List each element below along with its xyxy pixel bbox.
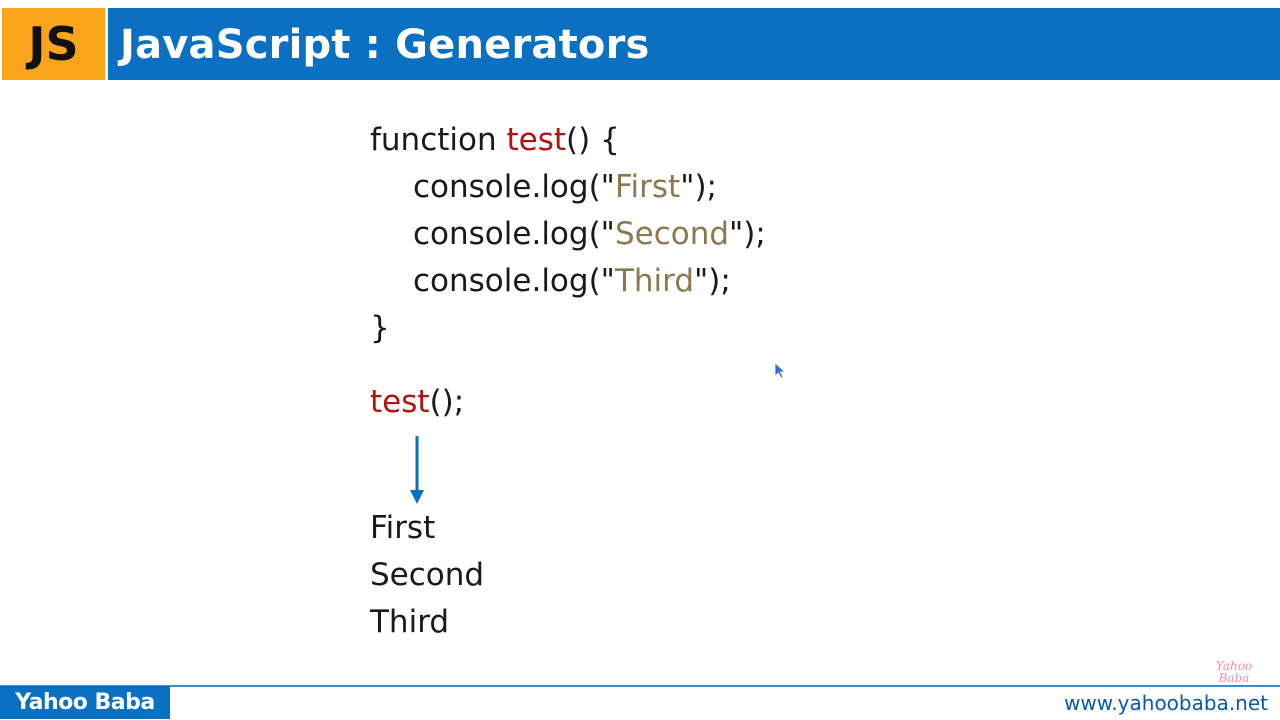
log-string: Second bbox=[614, 216, 730, 252]
slide-title: JavaScript : Generators bbox=[120, 22, 650, 68]
log-prefix: console.log(" bbox=[413, 263, 615, 299]
code-line-log-second: console.log("Second"); bbox=[413, 214, 766, 254]
code-line-function: function test() { bbox=[370, 120, 620, 160]
keyword-function: function bbox=[370, 122, 507, 158]
mouse-cursor-icon bbox=[774, 362, 787, 379]
code-block: function test() { console.log("First"); … bbox=[370, 120, 766, 420]
output-line-first: First bbox=[370, 510, 436, 546]
header: JS JavaScript : Generators bbox=[0, 0, 1280, 82]
log-suffix: "); bbox=[680, 169, 717, 205]
output-line-second: Second bbox=[370, 557, 485, 593]
output-block: First Second Third bbox=[370, 508, 484, 652]
footer-divider bbox=[0, 685, 1280, 687]
call-name: test bbox=[370, 384, 430, 420]
code-line-close-brace: } bbox=[370, 310, 390, 346]
code-line-log-first: console.log("First"); bbox=[413, 167, 717, 207]
js-badge: JS bbox=[2, 8, 105, 80]
log-prefix: console.log(" bbox=[413, 169, 615, 205]
call-rest: (); bbox=[429, 384, 465, 420]
footer-url: www.yahoobaba.net bbox=[1064, 691, 1268, 715]
footer-brand: Yahoo Baba bbox=[0, 686, 170, 719]
watermark-logo: Yahoo Baba bbox=[1215, 659, 1253, 685]
function-signature-rest: () { bbox=[566, 122, 620, 158]
code-line-call: test(); bbox=[370, 382, 464, 422]
function-name: test bbox=[506, 122, 567, 158]
log-string: Third bbox=[614, 263, 695, 299]
log-suffix: "); bbox=[694, 263, 731, 299]
log-prefix: console.log(" bbox=[413, 216, 615, 252]
code-line-log-third: console.log("Third"); bbox=[413, 261, 731, 301]
log-string: First bbox=[614, 169, 681, 205]
log-suffix: "); bbox=[729, 216, 766, 252]
title-bar: JavaScript : Generators bbox=[108, 8, 1280, 80]
output-line-third: Third bbox=[370, 604, 450, 640]
down-arrow-icon bbox=[410, 436, 424, 504]
